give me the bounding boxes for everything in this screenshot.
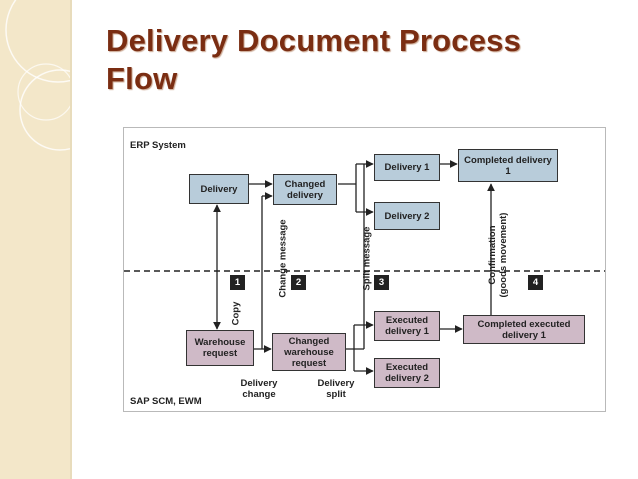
title-line-1: Delivery Document Process [106,23,522,58]
change-message-label: Change message [277,219,289,298]
executed-delivery-1-box: Executed delivery 1 [374,311,440,341]
completed-delivery-1-box: Completed delivery 1 [458,149,558,182]
split-message-label: Split message [361,226,373,291]
process-flow-diagram: ERP System SAP SCM, EWM Delivery Changed… [123,127,606,412]
delivery-box: Delivery [189,174,249,204]
completed-executed-delivery-1-box: Completed executed delivery 1 [463,315,585,344]
delivery-2-box: Delivery 2 [374,202,440,230]
strip-divider [70,0,72,479]
slide-title: Delivery Document Process Flow [106,22,521,98]
scm-region-label: SAP SCM, EWM [130,396,202,407]
warehouse-request-box: Warehouse request [186,330,254,366]
executed-delivery-2-box: Executed delivery 2 [374,358,440,388]
step-number-2: 2 [291,275,306,290]
changed-warehouse-request-box: Changed warehouse request [272,333,346,371]
decorative-side-strip [0,0,70,479]
changed-delivery-box: Changed delivery [273,174,337,205]
step-number-4: 4 [528,275,543,290]
step-number-1: 1 [230,275,245,290]
delivery-split-caption: Delivery split [317,378,355,400]
title-line-2: Flow [106,61,178,96]
step-number-3: 3 [374,275,389,290]
erp-region-label: ERP System [130,140,186,151]
confirmation-label: Confirmation (goods movement) [487,212,509,298]
copy-label: Copy [230,301,242,326]
delivery-change-caption: Delivery change [240,378,278,400]
decorative-circles [5,0,70,151]
diagram-connectors [124,160,605,375]
delivery-1-box: Delivery 1 [374,154,440,181]
